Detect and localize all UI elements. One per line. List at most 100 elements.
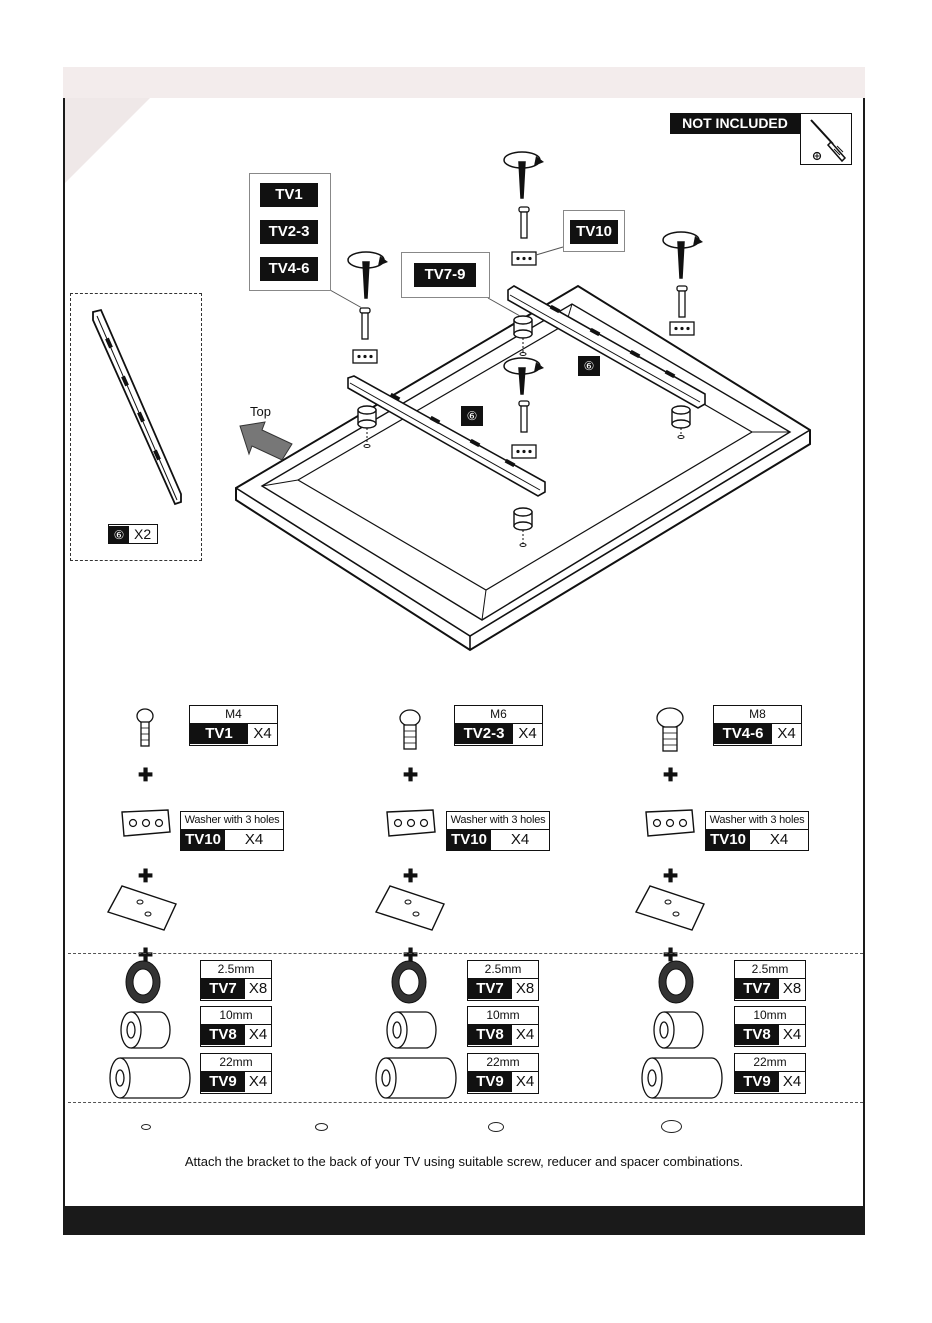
hole-size-m6-icon [488,1122,504,1132]
quantity: X4 [518,725,537,742]
plus-icon: ✚ [138,866,154,886]
spacer-10mm-icon [120,1011,704,1049]
spacer-size: 22mm [201,1054,271,1072]
hole-size-m4-icon [141,1124,151,1130]
bracket-detail-box [70,293,202,561]
part-code: TV9 [201,1072,245,1092]
hole-size-m5-icon [315,1123,328,1131]
spacer-size: 2.5mm [468,961,538,979]
bracket-piece-icon [106,885,705,931]
callout-label-tv10: TV10 [570,220,618,244]
instruction-caption: Attach the bracket to the back of your T… [184,1154,744,1169]
callout-label-tv7-9: TV7-9 [414,263,476,287]
spacer-cylinder [357,315,691,531]
part-code: TV4-6 [714,724,772,744]
spacer-22mm-icon [109,1057,723,1099]
screw-size: M4 [190,706,277,724]
quantity: X4 [515,1026,535,1043]
callout-spacers: TV7-9 [401,252,490,298]
part-code: TV9 [735,1072,779,1092]
tv-mounting-diagram [235,151,811,652]
part-code: TV9 [468,1072,512,1092]
quantity: X4 [248,1026,268,1043]
quantity: X8 [515,980,535,997]
callout-label-tv1: TV1 [260,183,318,207]
part-code: TV10 [181,830,225,850]
plus-icon: ✚ [663,866,679,886]
part-code: TV7 [468,979,512,999]
quantity: X4 [515,1073,535,1090]
screw-size: M8 [714,706,801,724]
reducer-ring-icon [125,960,694,1004]
spacer-size: 2.5mm [201,961,271,979]
spacer-size: 10mm [468,1007,538,1025]
not-included-label: NOT INCLUDED [670,113,800,134]
plus-icon: ✚ [663,945,679,965]
plus-icon: ✚ [663,765,679,785]
quantity: X4 [510,831,530,848]
spacer-size: 10mm [201,1007,271,1025]
quantity: X4 [769,831,789,848]
washer-icon [121,809,695,837]
plus-icon: ✚ [403,866,419,886]
quantity: X4 [782,1026,802,1043]
spacer-size: 2.5mm [735,961,805,979]
bracket-quantity-tag: ⑥ X2 [108,524,159,544]
washer-spec: Washer with 3 holes TV10 X4 [180,811,284,851]
quantity: X8 [248,980,268,997]
washer-spec: Washer with 3 holes TV10 X4 [446,811,550,851]
quantity: X4 [248,1073,268,1090]
part-code: TV8 [735,1025,779,1045]
screwdriver-icon [800,113,852,165]
part-code: TV8 [468,1025,512,1045]
callout-screws: TV1 TV2-3 TV4-6 [249,173,331,291]
spacer-size: 22mm [468,1054,538,1072]
part-code: TV7 [201,979,245,999]
part-code: TV10 [447,830,491,850]
washer-description: Washer with 3 holes [706,812,808,830]
top-label: Top [250,404,271,419]
callout-washer: TV10 [563,210,625,252]
top-direction-arrow [239,421,293,461]
screw-size: M6 [455,706,542,724]
screw [359,206,688,433]
plus-icon: ✚ [403,765,419,785]
screwdriver-rotation-icon [347,151,700,395]
plus-icon: ✚ [138,765,154,785]
wall-bracket-rail [92,308,182,506]
callout-label-tv2-3: TV2-3 [260,220,318,244]
part-number-badge: ⑥ [578,356,600,376]
bracket-rail-right [507,285,706,409]
washer-spec: Washer with 3 holes TV10 X4 [705,811,809,851]
part-code: TV2-3 [455,724,513,744]
part-number: ⑥ [109,526,129,544]
header-band [63,67,865,98]
quantity: X2 [134,526,152,542]
quantity: X4 [253,725,272,742]
hole-size-m8-icon [661,1120,682,1133]
part-code: TV10 [706,830,750,850]
quantity: X4 [244,831,264,848]
footer-band [63,1206,865,1235]
part-number-badge: ⑥ [461,406,483,426]
hardware-illustrations [106,707,723,1099]
corner-shade [65,98,150,183]
quantity: X8 [782,980,802,997]
washer-description: Washer with 3 holes [181,812,283,830]
divider-line [68,953,863,954]
part-code: TV8 [201,1025,245,1045]
bracket-rail-left [347,375,546,497]
spacer-size: 22mm [735,1054,805,1072]
washer-description: Washer with 3 holes [447,812,549,830]
